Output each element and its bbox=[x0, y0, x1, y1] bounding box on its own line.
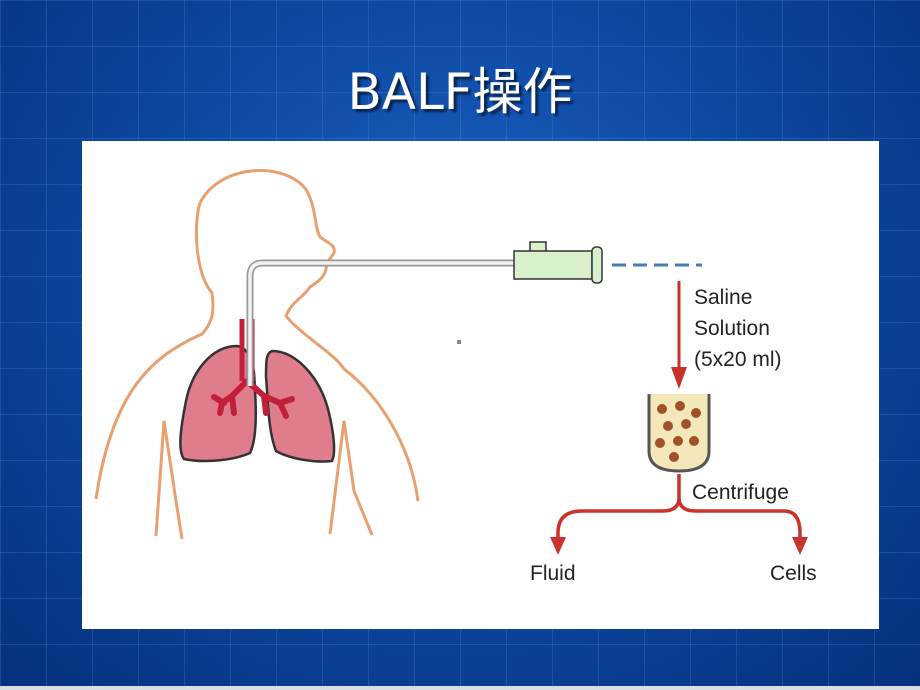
sediment-cells bbox=[655, 401, 701, 462]
saline-label-line2: Solution bbox=[694, 317, 770, 340]
fluid-label: Fluid bbox=[530, 562, 576, 585]
cells-label: Cells bbox=[770, 562, 817, 585]
centrifuge-label: Centrifuge bbox=[692, 481, 789, 504]
fluid-arrow-head bbox=[550, 537, 566, 555]
bottom-strip bbox=[0, 686, 920, 690]
balf-diagram bbox=[94, 169, 808, 555]
balf-diagram-panel: Saline Solution (5x20 ml) Centrifuge Flu… bbox=[82, 141, 879, 629]
syringe-barrel bbox=[513, 250, 593, 280]
left-arm-outline bbox=[154, 420, 184, 540]
saline-arrow-head bbox=[671, 367, 687, 389]
saline-label-line3: (5x20 ml) bbox=[694, 348, 782, 371]
speck bbox=[457, 340, 461, 344]
split-arrow-stem bbox=[556, 474, 802, 539]
syringe-plunger bbox=[591, 246, 603, 284]
right-lung bbox=[264, 349, 336, 463]
cells-arrow-head bbox=[792, 537, 808, 555]
bronchoscope-tube-inner bbox=[248, 261, 517, 386]
saline-label-line1: Saline bbox=[694, 286, 753, 309]
body-outline bbox=[94, 169, 420, 502]
bronchi bbox=[211, 378, 295, 419]
right-arm-outline bbox=[328, 420, 374, 536]
slide-title: BALF操作 bbox=[347, 63, 573, 121]
